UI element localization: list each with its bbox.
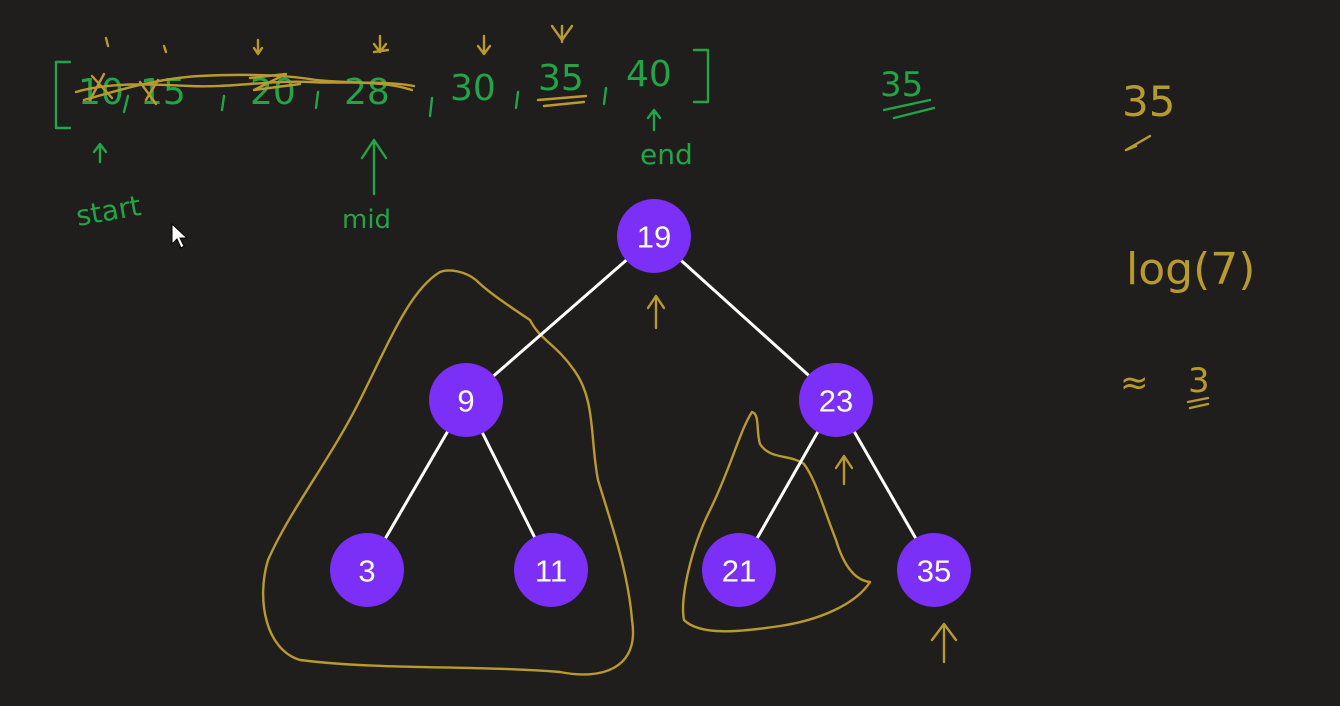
tree-node-circle <box>897 533 971 607</box>
tree-node-19: 19 <box>617 199 691 273</box>
array-element-3: 28 <box>344 72 390 113</box>
found-node-arrow-35 <box>930 622 958 664</box>
mouse-cursor-icon <box>171 222 189 249</box>
array-close-bracket <box>692 48 710 104</box>
tree-nodes: 19 9 23 3 11 21 35 <box>330 199 971 607</box>
right-notes: 35 log(7) ≈ 3 <box>1120 77 1255 410</box>
discarded-elements-strikeout <box>74 72 588 108</box>
tree-node-35: 35 <box>897 533 971 607</box>
tree-node-value: 23 <box>819 384 853 419</box>
array-comma <box>602 86 608 106</box>
pointer-start: start <box>73 142 143 233</box>
tree-node-value: 9 <box>457 384 474 419</box>
tree-node-circle <box>702 533 776 607</box>
array-comma <box>428 96 434 118</box>
array-element-4: 30 <box>450 68 496 109</box>
tree-node-circle <box>799 363 873 437</box>
tree-node-circle <box>330 533 404 607</box>
tree-node-value: 35 <box>917 554 951 589</box>
tree-node-23: 23 <box>799 363 873 437</box>
pointer-end: end <box>640 108 693 171</box>
approx-value: 3 <box>1188 361 1210 401</box>
current-node-arrow-root <box>646 294 666 330</box>
tree-node-circle <box>429 363 503 437</box>
array-element-2: 20 <box>250 72 296 113</box>
array-comma <box>220 94 226 112</box>
current-node-arrow-23 <box>834 454 854 486</box>
end-label: end <box>640 138 693 171</box>
tree-node-value: 3 <box>358 554 375 589</box>
mid-label: mid <box>342 205 391 235</box>
search-target-green: 35 <box>880 65 936 120</box>
pruned-subtree-outline <box>681 410 872 633</box>
left-subtree-outline <box>261 269 635 676</box>
array-open-bracket <box>54 60 72 130</box>
tree-node-3: 3 <box>330 533 404 607</box>
log-expression: log(7) <box>1126 244 1255 295</box>
sorted-array: 10 15 20 28 30 35 40 <box>54 48 710 130</box>
pointer-mid: mid <box>342 138 391 235</box>
array-comma <box>122 94 130 114</box>
approx-symbol: ≈ <box>1120 363 1149 403</box>
target-value-green: 35 <box>880 65 923 105</box>
tree-edge <box>652 234 838 402</box>
start-label: start <box>73 189 143 233</box>
array-element-5: 35 <box>538 58 584 99</box>
tree-node-circle <box>617 199 691 273</box>
array-comma <box>514 90 520 110</box>
array-element-6: 40 <box>626 54 672 95</box>
tree-node-21: 21 <box>702 533 776 607</box>
target-value-gold: 35 <box>1122 77 1175 126</box>
tree-node-circle <box>514 533 588 607</box>
tree-node-9: 9 <box>429 363 503 437</box>
probe-markers <box>104 24 574 56</box>
tree-node-11: 11 <box>514 533 588 607</box>
array-comma <box>314 90 320 110</box>
tree-node-value: 19 <box>637 220 671 255</box>
tree-node-value: 11 <box>535 554 567 589</box>
tree-node-value: 21 <box>722 554 756 589</box>
tree-edge <box>465 234 655 402</box>
